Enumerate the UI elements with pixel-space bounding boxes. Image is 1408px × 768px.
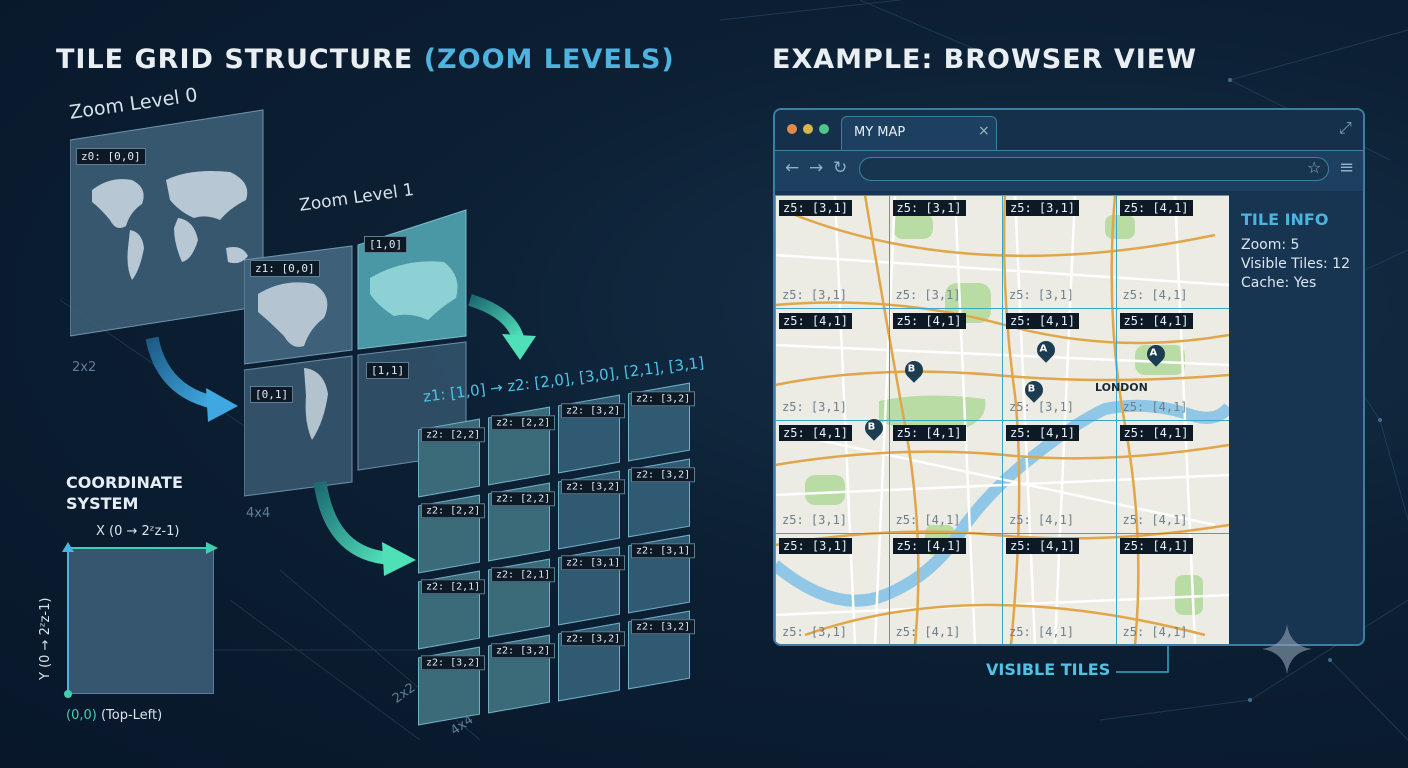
z2-grid: z2: [2,2]z2: [2,2]z2: [3,2]z2: [3,2]z2: …: [418, 380, 708, 700]
z2-tile: z2: [2,2]: [418, 495, 480, 574]
map-markers: A A B B B: [775, 195, 1229, 645]
visible-tiles-label: VISIBLE TILES: [986, 660, 1110, 679]
tile-info-panel: TILE INFO Zoom: 5 Visible Tiles: 12 Cach…: [1241, 210, 1361, 291]
window-minimize-dot[interactable]: [803, 124, 813, 134]
coord-axes: [60, 540, 226, 704]
z2-tile: z2: [3,1]: [628, 535, 690, 614]
window-close-dot[interactable]: [787, 124, 797, 134]
z2-tile-tag: z2: [3,2]: [631, 467, 695, 482]
z2-tile-tag: z2: [2,2]: [491, 415, 555, 430]
z2-tile-tag: z2: [3,2]: [491, 643, 555, 658]
z2-tile-tag: z2: [2,2]: [421, 503, 485, 518]
map-area[interactable]: z5: [3,1]z5: [3,1]z5: [3,1]z5: [3,1]z5: …: [775, 195, 1229, 645]
tab-close-icon[interactable]: ×: [978, 123, 990, 139]
star-icon[interactable]: ☆: [1307, 158, 1321, 177]
sparkle-icon: [1262, 624, 1312, 674]
z2-tile: z2: [3,2]: [628, 459, 690, 538]
z2-tile: z2: [2,2]: [488, 407, 550, 486]
z2-tile: z2: [3,2]: [628, 383, 690, 462]
coord-origin-prefix: (0,0): [66, 708, 97, 723]
arrow-head-teal-2: [382, 542, 416, 576]
map-marker-letter: A: [1150, 348, 1158, 359]
z2-tile: z2: [2,1]: [488, 559, 550, 638]
right-title: EXAMPLE: BROWSER VIEW: [772, 44, 1197, 75]
map-marker-pin-icon[interactable]: B: [861, 415, 886, 440]
expand-icon[interactable]: ⤢: [1339, 118, 1352, 138]
map-marker-pin-icon[interactable]: A: [1143, 341, 1168, 366]
forward-arrow-icon[interactable]: →: [809, 158, 823, 178]
browser-window: MY MAP × ⤢ ← → ↻ ☆ ≡: [773, 108, 1365, 646]
map-marker-letter: A: [1040, 344, 1048, 355]
map-marker-pin-icon[interactable]: B: [901, 357, 926, 382]
z2-tile-tag: z2: [3,2]: [631, 391, 695, 406]
z2-tile: z2: [3,2]: [488, 635, 550, 714]
menu-icon[interactable]: ≡: [1339, 157, 1354, 178]
map-marker-letter: B: [908, 364, 916, 375]
tab-title: MY MAP: [854, 125, 905, 140]
z2-tile-tag: z2: [3,2]: [561, 403, 625, 418]
z2-tile-tag: z2: [2,1]: [491, 567, 555, 582]
map-marker-pin-icon[interactable]: B: [1021, 377, 1046, 402]
z2-tile-tag: z2: [3,2]: [561, 479, 625, 494]
map-marker-letter: B: [1028, 384, 1036, 395]
visible-tiles-callout-line: [1110, 646, 1180, 678]
reload-icon[interactable]: ↻: [833, 158, 847, 178]
z2-tile: z2: [3,2]: [628, 611, 690, 690]
z2-tile: z2: [3,2]: [418, 647, 480, 726]
z2-tile: z2: [3,2]: [558, 471, 620, 550]
map-marker-pin-icon[interactable]: A: [1033, 337, 1058, 362]
z2-tile-tag: z2: [3,1]: [561, 555, 625, 570]
address-bar[interactable]: [859, 157, 1329, 181]
tile-info-visible: Visible Tiles: 12: [1241, 256, 1361, 272]
coord-title: COORDINATE SYSTEM: [66, 472, 183, 514]
z2-tile-tag: z2: [3,2]: [421, 655, 485, 670]
z2-tile-tag: z2: [3,2]: [631, 619, 695, 634]
back-arrow-icon[interactable]: ←: [785, 158, 799, 178]
coord-title-line1: COORDINATE: [66, 472, 183, 493]
tile-info-cache: Cache: Yes: [1241, 275, 1361, 291]
tile-info-zoom: Zoom: 5: [1241, 237, 1361, 253]
z2-tile: z2: [3,1]: [558, 547, 620, 626]
z2-tile: z2: [2,1]: [418, 571, 480, 650]
coord-origin-suffix: (Top-Left): [97, 708, 162, 723]
coord-origin: (0,0) (Top-Left): [66, 708, 162, 723]
window-maximize-dot[interactable]: [819, 124, 829, 134]
tab-my-map[interactable]: MY MAP ×: [841, 116, 997, 150]
z2-tile-tag: z2: [2,2]: [421, 427, 485, 442]
arrow-head-teal-1: [502, 334, 536, 360]
z2-tile: z2: [3,2]: [558, 623, 620, 702]
z2-tile-tag: z2: [3,1]: [631, 543, 695, 558]
z2-tile-tag: z2: [3,2]: [561, 631, 625, 646]
coord-x-label: X (0 → 2ᶻz-1): [96, 524, 179, 539]
map-marker-letter: B: [868, 422, 876, 433]
coord-y-label: Y (0 → 2ᶻz-1): [38, 598, 53, 680]
z2-tile-tag: z2: [2,2]: [491, 491, 555, 506]
z2-tile: z2: [2,2]: [418, 419, 480, 498]
z2-tile: z2: [3,2]: [558, 395, 620, 474]
arrow-head-blue: [206, 388, 238, 422]
coord-title-line2: SYSTEM: [66, 493, 183, 514]
tile-info-title: TILE INFO: [1241, 210, 1361, 229]
z2-tile-tag: z2: [2,1]: [421, 579, 485, 594]
z2-tile: z2: [2,2]: [488, 483, 550, 562]
